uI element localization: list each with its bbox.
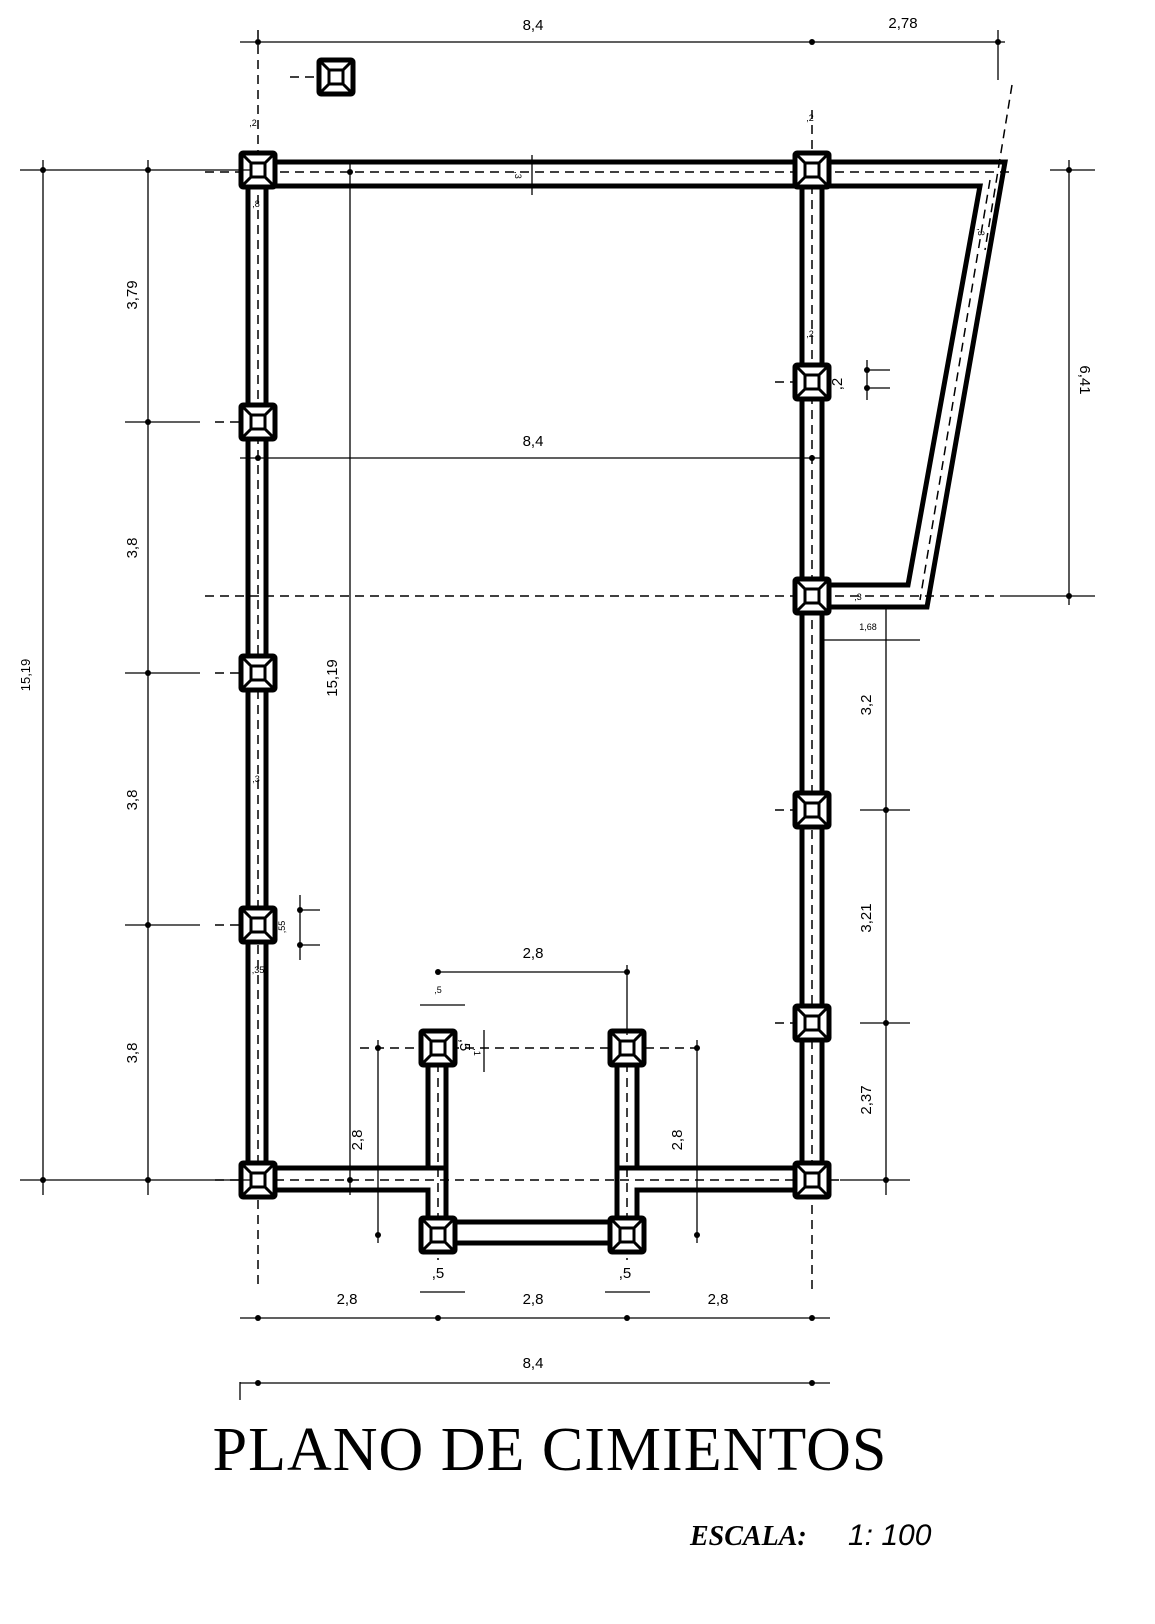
dim-footing-55: ,55 [277,921,287,934]
footing-icon [607,1028,647,1068]
dimension-dots [40,39,1072,1386]
footing-icon [792,362,832,402]
footing-icon [792,1160,832,1200]
dim-bottom-mid: 2,8 [523,1291,544,1308]
dim-footing-2: ,2 [829,378,846,391]
dim-left-3-8-a: 3,8 [124,538,141,559]
dim-bottom-right: 2,8 [708,1291,729,1308]
dimension-lines [20,30,1095,1400]
scale-value: 1: 100 [848,1519,932,1552]
dim-inner-total: 15,19 [324,659,341,697]
dim-right-2-37: 2,37 [858,1085,875,1114]
dim-left-total: 15,19 [18,659,33,692]
footing-icon [238,653,278,693]
dim-entry-col-top: ,5 [434,985,442,995]
dim-entry-left-depth: 2,8 [349,1130,366,1151]
dimension-labels: 8,4 2,78 8,4 8,4 2,8 2,8 2,8 2,8 3,79 3,… [18,15,1093,1372]
dim-entry-col-bottom-left: ,5 [432,1265,445,1282]
dim-wall-left-3: ,3 [252,774,260,784]
dim-mid-width: 8,4 [523,433,544,450]
footings [238,57,832,1255]
dim-wall-top-thick: ,3 [513,171,523,179]
dim-left-3-8-c: 3,8 [124,1043,141,1064]
dim-entry-col-bottom-right: ,5 [619,1265,632,1282]
dim-top-right: 2,78 [888,15,917,32]
dim-entry-col-side: ,5 [456,1039,473,1052]
dim-left-3-79: 3,79 [124,280,141,309]
footing-icon [238,402,278,442]
dim-right-3-2: 3,2 [858,695,875,716]
footing-icon [792,576,832,616]
dim-wall-top-left: ,2 [249,118,257,128]
footing-icon [792,1003,832,1043]
footing-icon [607,1215,647,1255]
dim-wall-right-2: ,2 [806,329,814,339]
dim-entry-right-depth: 2,8 [669,1130,686,1151]
footing-icon [418,1215,458,1255]
dim-right-3-21: 3,21 [858,903,875,932]
dim-left-3-8-b: 3,8 [124,790,141,811]
dim-bottom-left: 2,8 [337,1291,358,1308]
scale-label: ESCALA: [689,1521,807,1552]
dim-bottom-total: 8,4 [523,1355,544,1372]
dim-wall-left-8: ,8 [252,199,260,209]
plan-title: PLANO DE CIMIENTOS [213,1416,888,1484]
dim-wall-diag-3: ,3 [976,228,986,236]
footing-icon [792,150,832,190]
dim-ledge-1-68: 1,68 [859,622,877,632]
dim-right-6-41: 6,41 [1076,365,1093,394]
footing-icon [316,57,356,97]
dim-entry-width: 2,8 [523,945,544,962]
dim-footing-35: ,35 [252,965,265,975]
footing-icon [792,790,832,830]
footing-icon [238,905,278,945]
dim-wall-top-right: ,2 [806,113,814,123]
footing-icon [418,1028,458,1068]
dim-ledge-3: ,3 [854,592,862,602]
dim-top-total: 8,4 [523,17,544,34]
dim-entry-col-side-b: ,1 [472,1048,482,1056]
